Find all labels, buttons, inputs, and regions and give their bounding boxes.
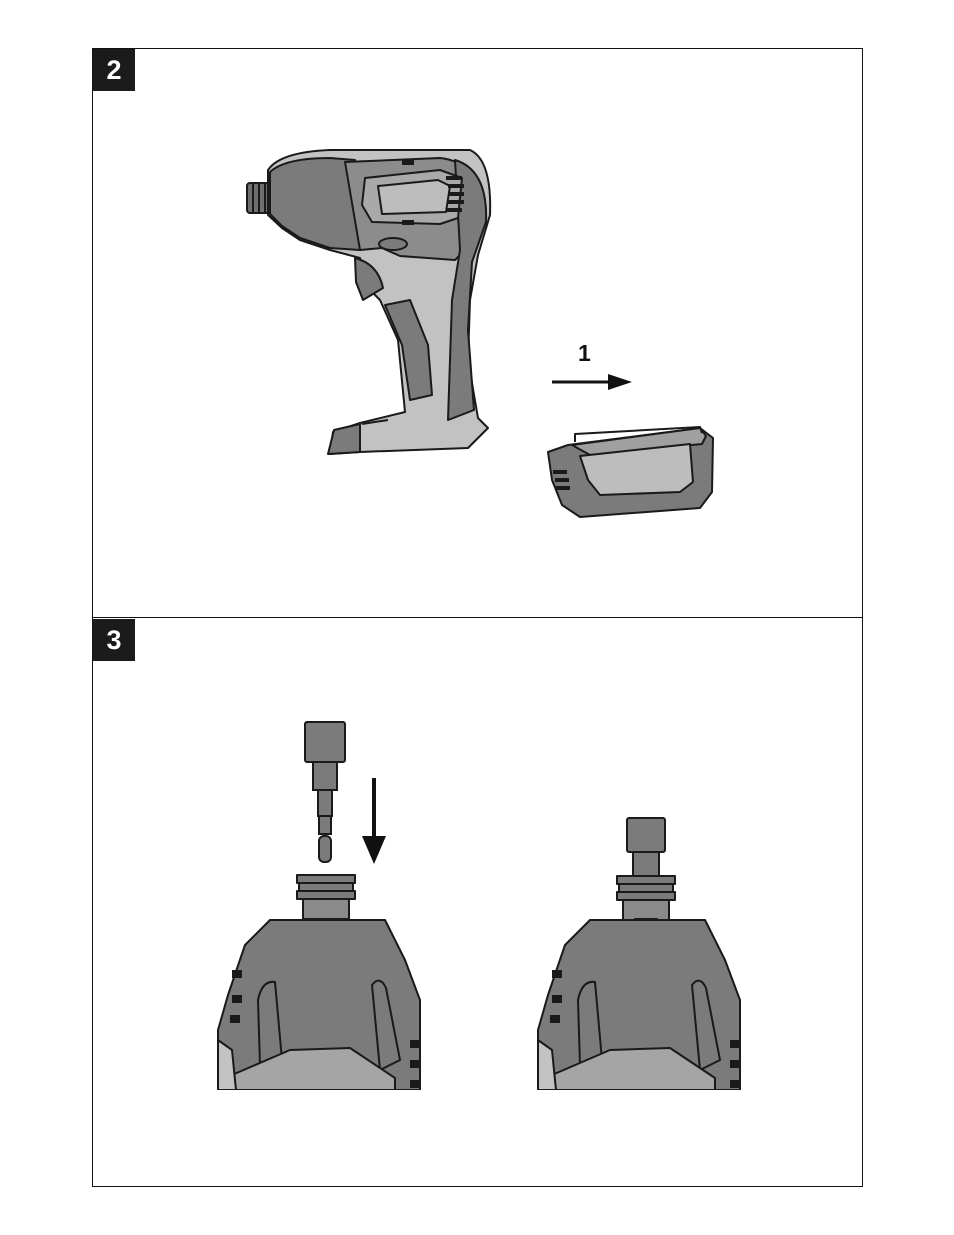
socket-bit-adapter [305, 722, 345, 862]
impact-driver-body [247, 150, 490, 454]
insert-arrow-icon [362, 778, 386, 864]
removal-arrow-icon [552, 374, 632, 390]
battery-pack [548, 427, 713, 517]
tool-head-right [538, 818, 740, 1090]
tool-head-left [218, 875, 420, 1090]
